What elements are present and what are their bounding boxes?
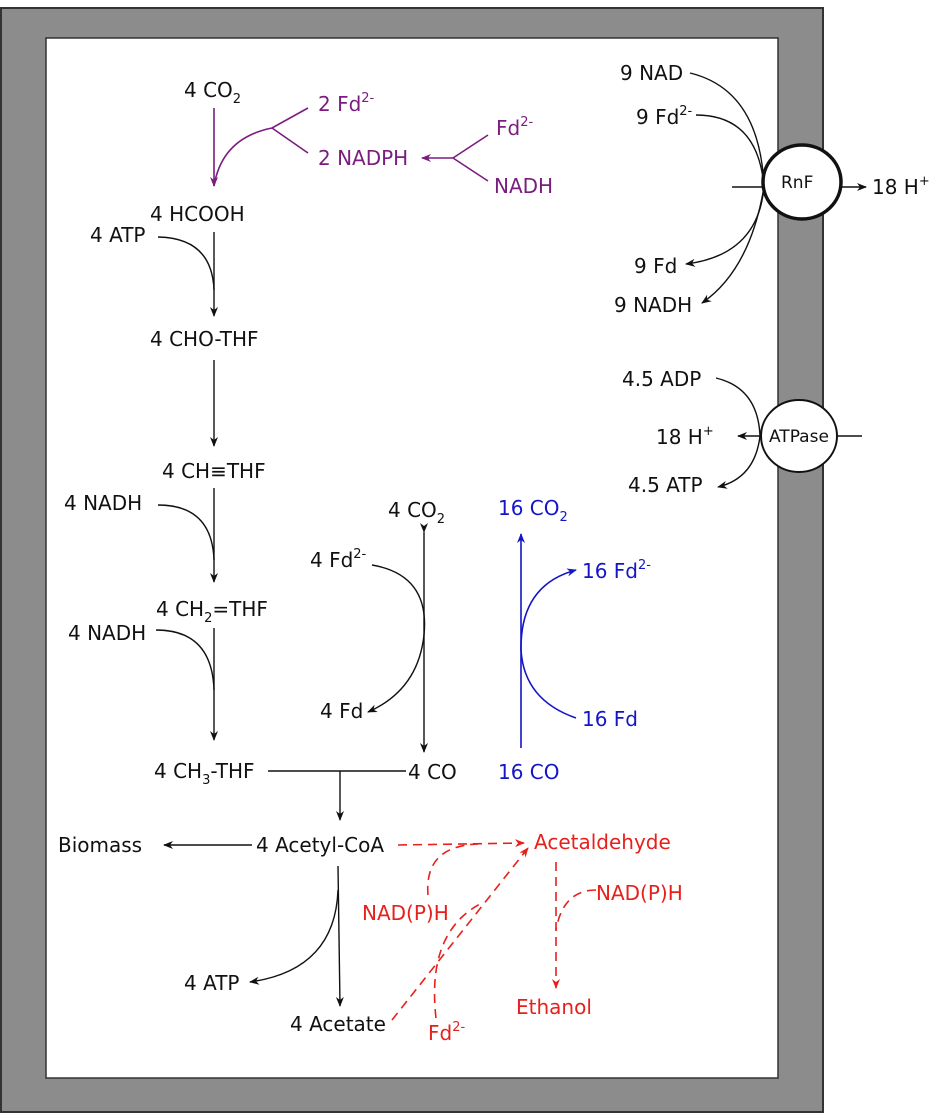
label-adp: 4.5 ADP [622, 367, 701, 391]
purple-arrows [210, 107, 489, 187]
rnf-arrows [685, 72, 867, 304]
label-2-nadph: 2 NADPH [318, 146, 408, 170]
label-4-co2-mid: 4 CO2 [388, 498, 445, 527]
label-atpase: ATPase [769, 427, 829, 447]
label-16-co2: 16 CO2 [498, 496, 568, 525]
label-fd2-purple: Fd2- [496, 115, 533, 140]
label-4-atp-in: 4 ATP [90, 223, 146, 247]
label-16-fd2: 16 Fd2- [582, 558, 651, 583]
label-ch3-thf: 4 CH3-THF [154, 759, 255, 788]
methyl-branch-arrows [155, 232, 428, 1007]
label-16-co: 16 CO [498, 760, 560, 784]
atpase-arrows [715, 377, 862, 489]
label-18-h-out: 18 H+ [872, 174, 930, 199]
label-4-nadh-b: 4 NADH [68, 621, 146, 645]
blue-arrows [517, 533, 577, 748]
label-fd2-red: Fd2- [428, 1020, 465, 1045]
label-4-fd: 4 Fd [320, 699, 363, 723]
label-ethanol: Ethanol [516, 995, 592, 1019]
label-9-fd: 9 Fd [634, 254, 677, 278]
label-nadh-purple: NADH [494, 174, 553, 198]
label-acetyl-coa: 4 Acetyl-CoA [256, 833, 384, 857]
label-atp-45: 4.5 ATP [628, 473, 703, 497]
atpase-complex [760, 399, 838, 473]
label-acetaldehyde: Acetaldehyde [534, 830, 671, 854]
label-9-nadh: 9 NADH [614, 293, 692, 317]
label-2-fd2: 2 Fd2- [318, 91, 375, 116]
label-cho-thf: 4 CHO-THF [150, 327, 259, 351]
label-co2-top: 4 CO2 [184, 78, 241, 107]
label-9-fd2: 9 Fd2- [636, 104, 693, 129]
label-ch-thf: 4 CH≡THF [162, 459, 266, 483]
label-hcooh: 4 HCOOH [150, 202, 245, 226]
red-dashed-arrows [391, 839, 597, 1021]
rnf-complex [761, 143, 843, 221]
label-acetate: 4 Acetate [290, 1012, 386, 1036]
label-rnf: RnF [781, 173, 813, 193]
label-nadph-red-a: NAD(P)H [362, 901, 449, 925]
label-nadph-red-b: NAD(P)H [596, 881, 683, 905]
label-16-fd: 16 Fd [582, 707, 638, 731]
label-18-h-in: 18 H+ [656, 424, 714, 449]
label-9-nad: 9 NAD [620, 61, 683, 85]
label-4-co: 4 CO [408, 760, 457, 784]
cytoplasm [45, 37, 779, 1079]
label-ch2-thf: 4 CH2=THF [156, 597, 268, 626]
label-biomass: Biomass [58, 833, 142, 857]
label-4-nadh-a: 4 NADH [64, 491, 142, 515]
label-4-atp-out: 4 ATP [184, 971, 240, 995]
label-4-fd2: 4 Fd2- [310, 547, 367, 572]
